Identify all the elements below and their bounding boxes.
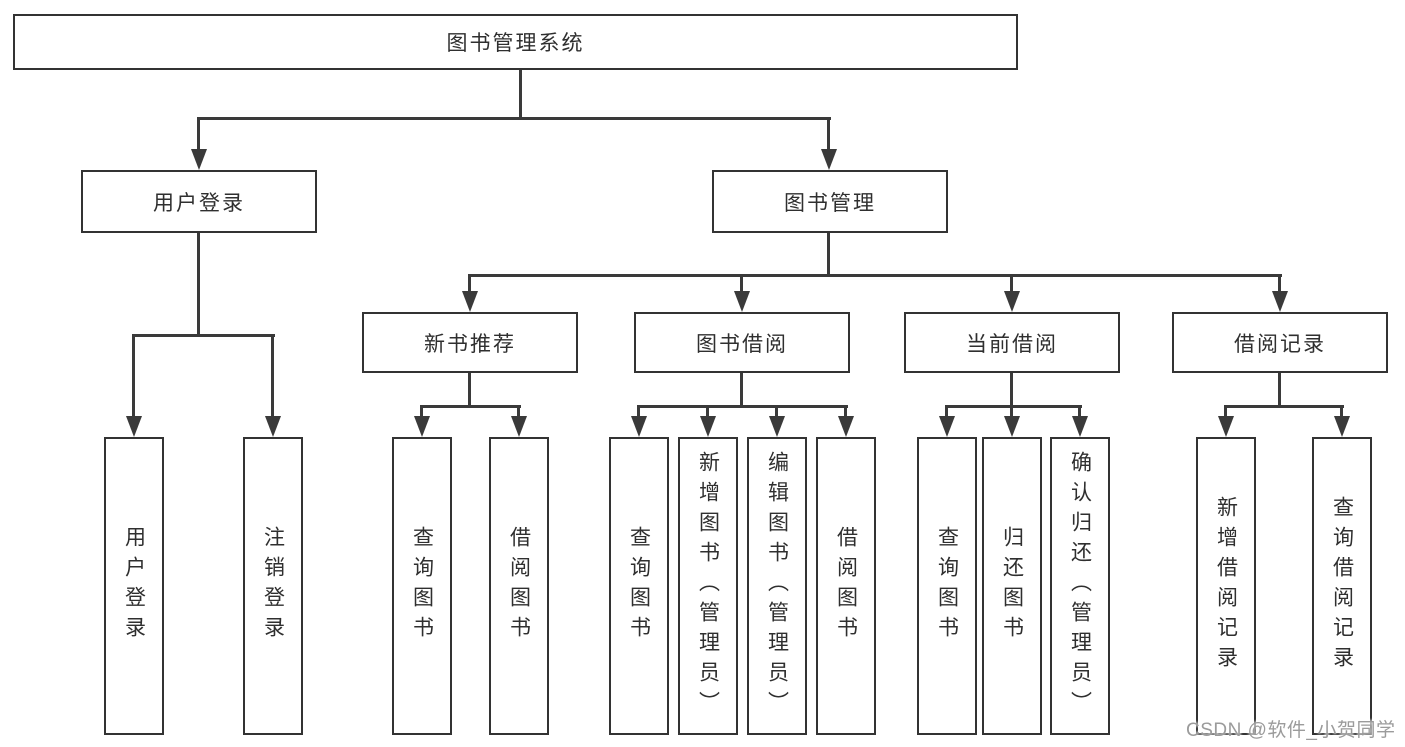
arrowhead-new-book — [462, 291, 478, 312]
leaf-label: 用户登录 — [122, 526, 146, 646]
connector-stub — [706, 405, 709, 419]
connector-current-drop — [1010, 373, 1013, 408]
leaf-query-borrow-record: 查询借阅记录 — [1312, 437, 1372, 735]
connector-stub — [1340, 405, 1343, 419]
leaf-query-books-recommend: 查询图书 — [392, 437, 452, 735]
leaf-logout: 注销登录 — [243, 437, 303, 735]
arrowhead-borrow-books-2 — [838, 416, 854, 437]
connector-book-borrow-bar — [637, 405, 848, 408]
arrowhead-return-books — [1004, 416, 1020, 437]
node-book-management: 图书管理 — [712, 170, 948, 233]
connector-book-borrow-stub — [740, 274, 743, 294]
connector-stub — [844, 405, 847, 419]
leaf-query-books-current: 查询图书 — [917, 437, 977, 735]
leaf-add-book-admin: 新增图书（管理员） — [678, 437, 738, 735]
arrowhead-leaf-login — [126, 416, 142, 437]
arrowhead-query-books-3 — [939, 416, 955, 437]
leaf-label: 查询图书 — [627, 526, 651, 646]
connector-records-drop — [1278, 373, 1281, 408]
arrowhead-borrow-books-1 — [511, 416, 527, 437]
node-current-borrow: 当前借阅 — [904, 312, 1120, 373]
connector-user-login-bar — [132, 334, 275, 337]
leaf-label: 新增图书（管理员） — [696, 451, 720, 721]
leaf-return-books: 归还图书 — [982, 437, 1042, 735]
connector-stub — [420, 405, 423, 419]
node-label: 新书推荐 — [424, 332, 516, 356]
leaf-user-login: 用户登录 — [104, 437, 164, 735]
connector-stub — [517, 405, 520, 419]
leaf-confirm-return-admin: 确认归还（管理员） — [1050, 437, 1110, 735]
node-label: 图书管理 — [784, 191, 876, 215]
node-new-book-recommend: 新书推荐 — [362, 312, 578, 373]
node-label: 图书管理系统 — [446, 32, 585, 55]
connector-leaf-login-stub — [132, 334, 135, 417]
arrowhead-query-books-2 — [631, 416, 647, 437]
connector-book-mgmt-drop — [827, 233, 830, 276]
connector-current-stub — [1010, 274, 1013, 294]
leaf-label: 编辑图书（管理员） — [765, 451, 789, 721]
node-label: 图书借阅 — [696, 332, 788, 356]
arrowhead-edit-book — [769, 416, 785, 437]
leaf-add-borrow-record: 新增借阅记录 — [1196, 437, 1256, 735]
leaf-label: 注销登录 — [261, 526, 285, 646]
leaf-borrow-books-recommend: 借阅图书 — [489, 437, 549, 735]
connector-root-drop — [519, 70, 522, 119]
leaf-borrow-books-borrow: 借阅图书 — [816, 437, 876, 735]
arrowhead-query-books-1 — [414, 416, 430, 437]
connector-book-mgmt-stub — [827, 117, 830, 150]
leaf-edit-book-admin: 编辑图书（管理员） — [747, 437, 807, 735]
leaf-label: 借阅图书 — [834, 526, 858, 646]
connector-stub — [637, 405, 640, 419]
connector-user-login-drop — [197, 233, 200, 336]
leaf-label: 归还图书 — [1000, 526, 1024, 646]
arrowhead-leaf-logout — [265, 416, 281, 437]
arrowhead-confirm-return — [1072, 416, 1088, 437]
connector-leaf-logout-stub — [271, 334, 274, 417]
node-label: 用户登录 — [153, 191, 245, 215]
connector-stub — [945, 405, 948, 419]
arrowhead-add-book — [700, 416, 716, 437]
node-library-management-system: 图书管理系统 — [13, 14, 1018, 70]
connector-stub — [1010, 405, 1013, 419]
arrowhead-book-mgmt — [821, 149, 837, 170]
connector-stub — [1224, 405, 1227, 419]
arrowhead-query-record — [1334, 416, 1350, 437]
connector-stub — [775, 405, 778, 419]
arrowhead-current-borrow — [1004, 291, 1020, 312]
connector-level2-bar — [197, 117, 831, 120]
connector-book-borrow-drop — [740, 373, 743, 408]
leaf-query-books-borrow: 查询图书 — [609, 437, 669, 735]
node-book-borrow: 图书借阅 — [634, 312, 850, 373]
node-borrow-records: 借阅记录 — [1172, 312, 1388, 373]
arrowhead-borrow-records — [1272, 291, 1288, 312]
connector-new-book-drop — [468, 373, 471, 408]
leaf-label: 查询图书 — [935, 526, 959, 646]
arrowhead-user-login — [191, 149, 207, 170]
arrowhead-add-record — [1218, 416, 1234, 437]
connector-user-login-stub — [197, 117, 200, 150]
connector-stub — [1078, 405, 1081, 419]
node-label: 当前借阅 — [966, 332, 1058, 356]
leaf-label: 借阅图书 — [507, 526, 531, 646]
connector-records-stub — [1278, 274, 1281, 294]
node-label: 借阅记录 — [1234, 332, 1326, 356]
leaf-label: 确认归还（管理员） — [1068, 451, 1092, 721]
csdn-watermark: CSDN @软件_小贺同学 — [1186, 720, 1396, 741]
connector-records-bar — [1224, 405, 1344, 408]
arrowhead-book-borrow — [734, 291, 750, 312]
connector-new-book-bar — [420, 405, 521, 408]
connector-current-bar — [945, 405, 1082, 408]
node-user-login: 用户登录 — [81, 170, 317, 233]
connector-new-book-stub — [468, 274, 471, 294]
leaf-label: 新增借阅记录 — [1214, 496, 1238, 676]
connector-level3-bar — [468, 274, 1282, 277]
leaf-label: 查询图书 — [410, 526, 434, 646]
leaf-label: 查询借阅记录 — [1330, 496, 1354, 676]
